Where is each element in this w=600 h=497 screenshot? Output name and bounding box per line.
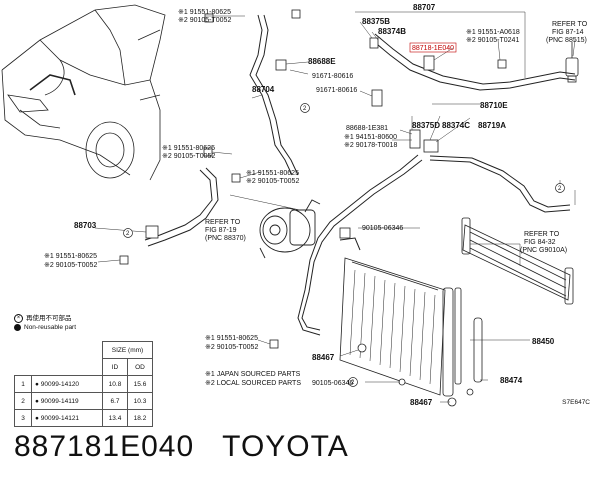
ref-G9010A-l1: REFER TO bbox=[524, 231, 560, 238]
clamp-number: 2 bbox=[558, 186, 562, 192]
footer-caption: 887181E040 TOYOTA bbox=[14, 430, 349, 464]
label-88374B: 88374B bbox=[378, 27, 406, 36]
clamp-number: 2 bbox=[126, 231, 130, 237]
table-row: 3 ● 90099-14121 13.4 18.2 bbox=[14, 409, 153, 427]
col-od: OD bbox=[127, 358, 153, 376]
label-88374C: 88374C bbox=[442, 121, 470, 130]
leader-lines bbox=[94, 11, 576, 403]
table-row: 1 ● 90099-14120 10.8 15.6 bbox=[14, 375, 153, 393]
clamp-number: 2 bbox=[303, 106, 307, 112]
size-table-header: SIZE (mm) bbox=[15, 341, 153, 359]
diagram-ref-code: S7E647C bbox=[562, 399, 590, 406]
ref-G9010A-l3: (PNC G9010A) bbox=[520, 247, 567, 254]
legend-nonreusable-cn: × 再使用不可部品 bbox=[14, 314, 76, 323]
receiver-part bbox=[565, 42, 579, 83]
label-88704: 88704 bbox=[252, 85, 275, 94]
label-88467-b: 88467 bbox=[410, 398, 433, 407]
label-90105-T0052-top: ※2 90105-T0052 bbox=[178, 17, 231, 24]
label-887181E040: 88718-1E040 bbox=[412, 45, 454, 52]
label-91551-80625-mid: ※1 91551-80625 bbox=[162, 145, 215, 152]
fittings bbox=[119, 9, 507, 407]
legend-nonreusable-en: Non-reusable part bbox=[14, 323, 76, 332]
label-91551-80625-low: ※1 91551-80625 bbox=[44, 253, 97, 260]
label-88688E: 88688E bbox=[308, 57, 336, 66]
part-labels: 88707 88375B 88374B 88718-1E040 ※1 91551… bbox=[44, 3, 588, 407]
row-number: 3 bbox=[14, 409, 32, 427]
part-number-cell: ● 90099-14120 bbox=[31, 375, 103, 393]
ref-G9010A-l2: FIG 84-32 bbox=[524, 239, 556, 246]
col-id: ID bbox=[102, 358, 128, 376]
row-number: 1 bbox=[14, 375, 32, 393]
clamp-markers bbox=[123, 103, 565, 387]
label-88467-a: 88467 bbox=[312, 353, 335, 362]
id-cell: 6.7 bbox=[102, 392, 128, 410]
circle-x-icon: × bbox=[14, 314, 23, 323]
od-cell: 15.6 bbox=[127, 375, 153, 393]
label-88375B: 88375B bbox=[362, 17, 390, 26]
od-cell: 10.3 bbox=[127, 392, 153, 410]
part-number-cell: ● 90099-14119 bbox=[31, 392, 103, 410]
ref-88515-l3: (PNC 88515) bbox=[546, 37, 587, 44]
label-90105-T0052-low: ※2 90105-T0052 bbox=[44, 262, 97, 269]
label-88450: 88450 bbox=[532, 337, 555, 346]
footer-brand: TOYOTA bbox=[222, 430, 349, 463]
label-90178-T0018: ※2 90178-T0018 bbox=[344, 142, 397, 149]
id-cell: 13.4 bbox=[102, 409, 128, 427]
label-91551-80625-top: ※1 91551-80625 bbox=[178, 9, 231, 16]
clamp-number: 2 bbox=[351, 380, 355, 386]
label-88719A: 88719A bbox=[478, 121, 506, 130]
size-table-subheader: ID OD bbox=[15, 358, 153, 376]
ref-88370-l2: FIG 87-19 bbox=[205, 227, 237, 234]
label-90105-T0052-mid2: ※2 90105-T0052 bbox=[246, 178, 299, 185]
label-887181E040-box bbox=[409, 42, 457, 53]
label-91671-80616-a: 91671-80616 bbox=[312, 73, 353, 80]
parts-diagram: 88707 88375B 88374B 88718-1E040 ※1 91551… bbox=[1, 3, 588, 407]
oring-size-table: SIZE (mm) ID OD 1 ● 90099-14120 10.8 15.… bbox=[14, 341, 153, 427]
label-88710E: 88710E bbox=[480, 101, 508, 110]
ac-lines bbox=[144, 11, 576, 336]
local-sourced-note: ※2 LOCAL SOURCED PARTS bbox=[205, 380, 301, 387]
label-91551-80625-mid2: ※1 91551-80625 bbox=[246, 170, 299, 177]
ref-88370-l3: (PNC 88370) bbox=[205, 235, 246, 242]
label-88375D: 88375D bbox=[412, 121, 440, 130]
label-90105-T0052-bot: ※2 90105-T0052 bbox=[205, 344, 258, 351]
radiator-block bbox=[461, 217, 574, 305]
filled-dot-icon bbox=[14, 324, 21, 331]
legend: × 再使用不可部品 Non-reusable part bbox=[14, 314, 76, 332]
label-88474: 88474 bbox=[500, 376, 523, 385]
part-number-cell: ● 90099-14121 bbox=[31, 409, 103, 427]
condenser bbox=[339, 257, 483, 397]
ref-88515-l2: FIG 87-14 bbox=[552, 29, 584, 36]
ref-88370-l1: REFER TO bbox=[205, 219, 241, 226]
id-cell: 10.8 bbox=[102, 375, 128, 393]
size-header: SIZE (mm) bbox=[102, 341, 153, 359]
od-cell: 18.2 bbox=[127, 409, 153, 427]
label-91551-80625-bot: ※1 91551-80625 bbox=[205, 335, 258, 342]
footer-part-number: 887181E040 bbox=[14, 430, 195, 463]
label-90105-06346-b: 90105-06346 bbox=[312, 380, 353, 387]
table-row: 2 ● 90099-14119 6.7 10.3 bbox=[14, 392, 153, 410]
row-number: 2 bbox=[14, 392, 32, 410]
japan-sourced-note: ※1 JAPAN SOURCED PARTS bbox=[205, 371, 301, 378]
label-91671-80616-b: 91671-80616 bbox=[316, 87, 357, 94]
label-91551-A0618: ※1 91551-A0618 bbox=[466, 29, 520, 36]
compressor bbox=[259, 199, 321, 259]
label-90105-06346-a: 90105-06346 bbox=[362, 225, 403, 232]
label-90105-T0241: ※2 90105-T0241 bbox=[466, 37, 519, 44]
car-sketch bbox=[1, 4, 166, 181]
label-88703: 88703 bbox=[74, 221, 97, 230]
label-94151-80600: ※1 94151-80600 bbox=[344, 134, 397, 141]
label-88707: 88707 bbox=[413, 3, 436, 12]
label-90105-T0052-mid: ※2 90105-T0052 bbox=[162, 153, 215, 160]
label-88688-1E381: 88688-1E381 bbox=[346, 125, 388, 132]
ref-88515-l1: REFER TO bbox=[552, 21, 588, 28]
